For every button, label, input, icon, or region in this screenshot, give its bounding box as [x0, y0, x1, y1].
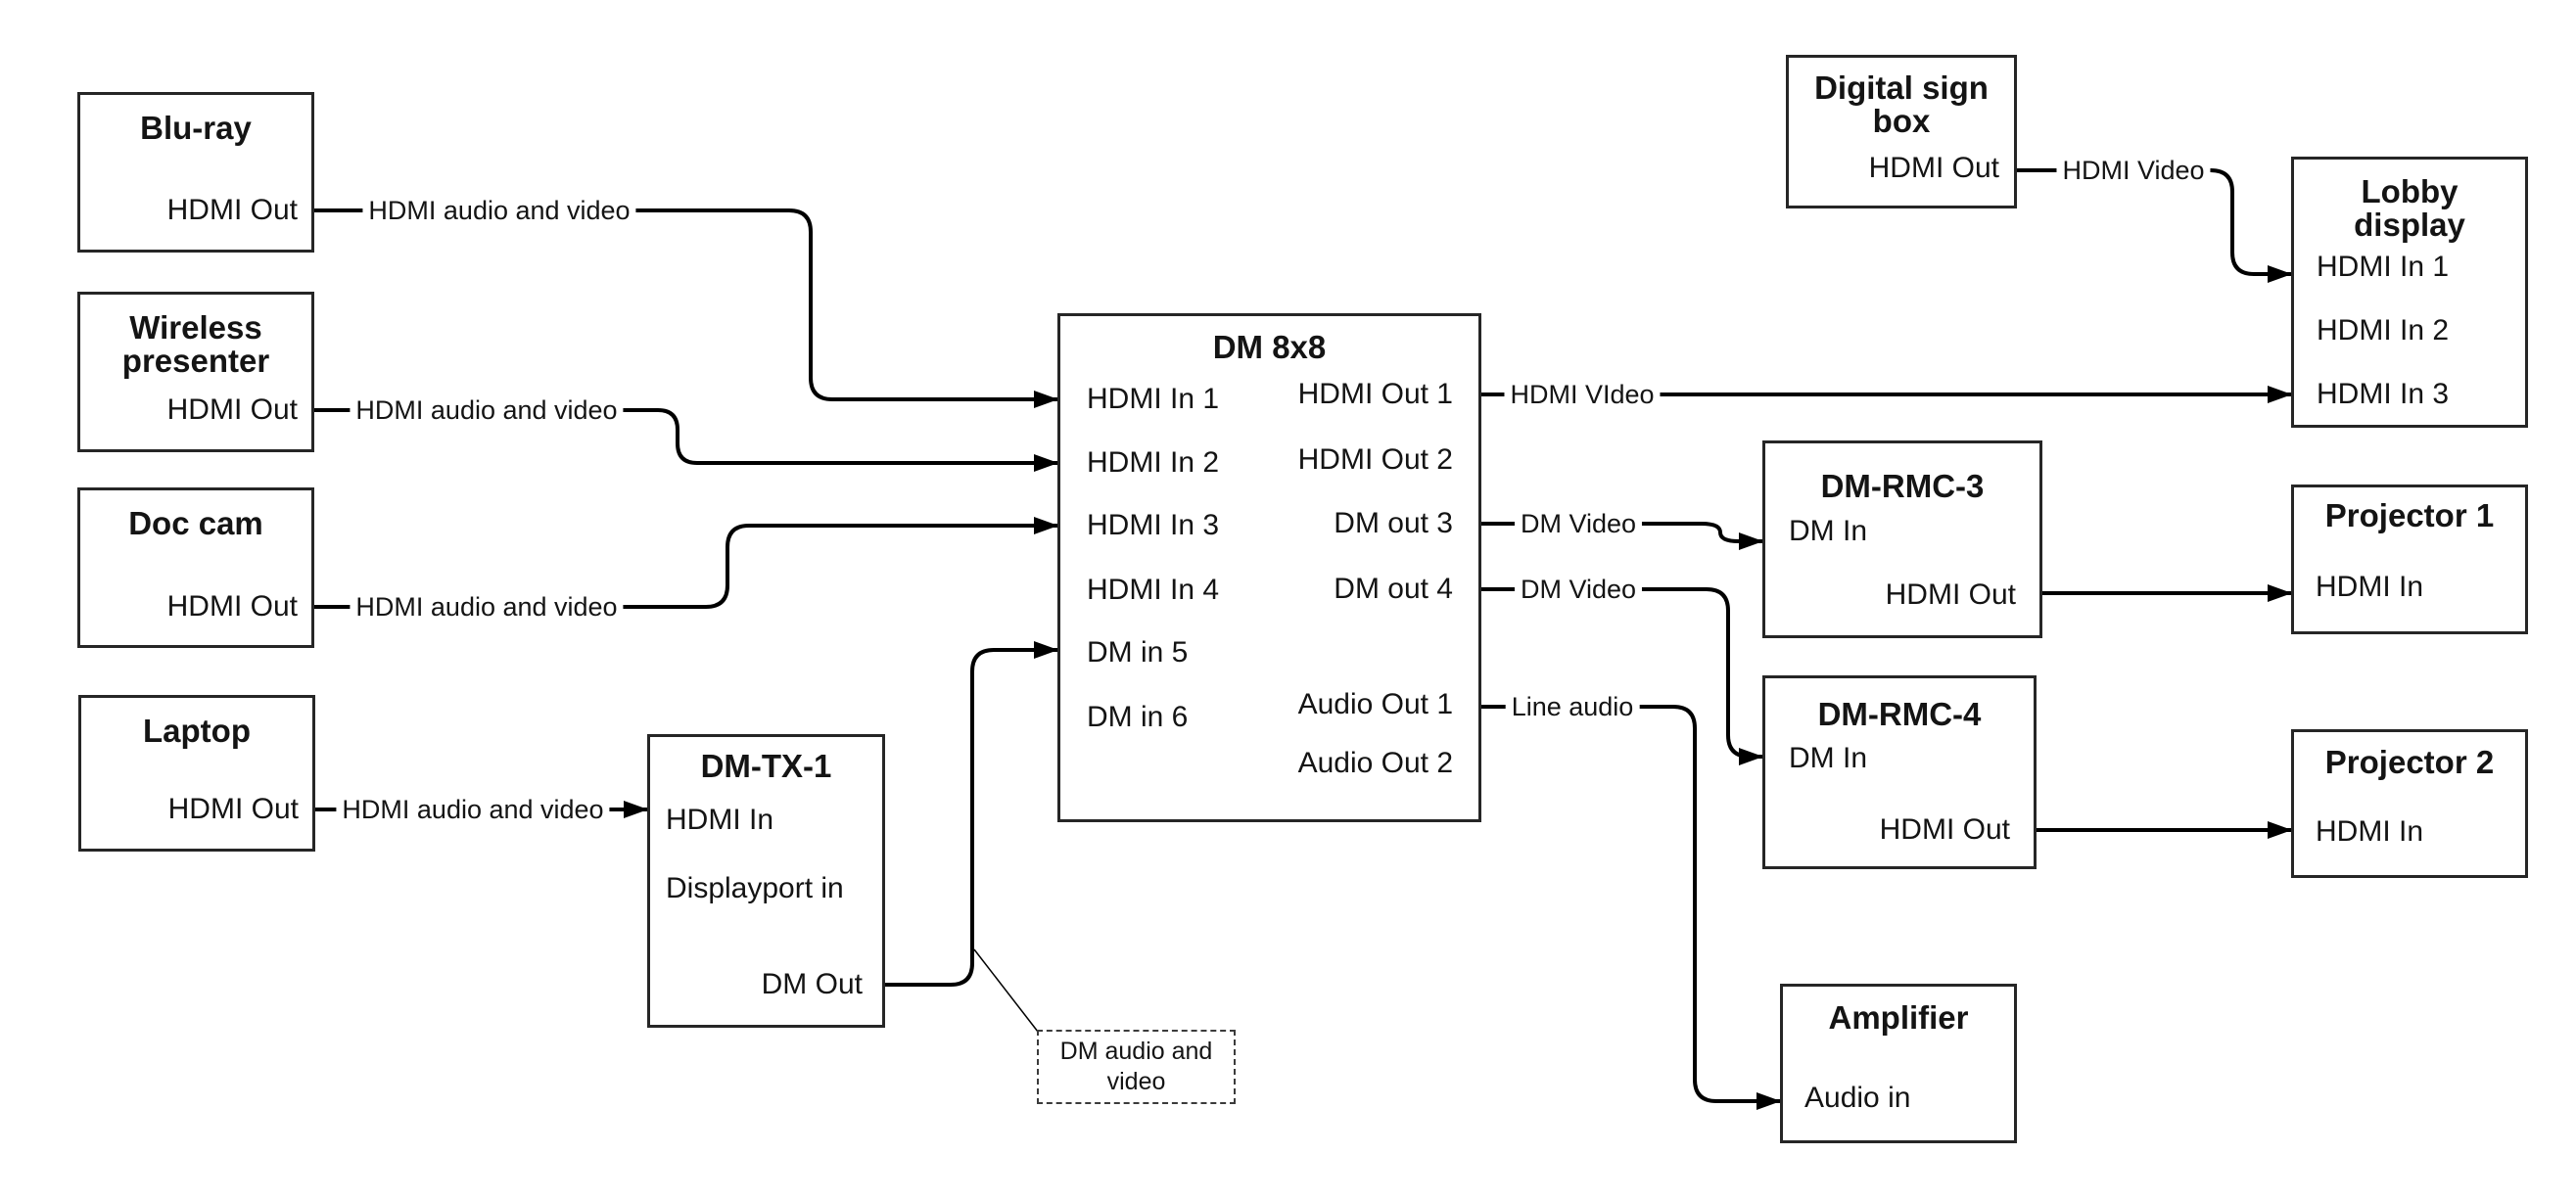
port-hdmi-out: HDMI Out [166, 393, 298, 426]
node-wireless-presenter[interactable]: Wireless presenter HDMI Out [77, 292, 314, 452]
edge-wireless-to-dm8x8-in2[interactable] [314, 408, 1058, 472]
port-hdmi-out-1: HDMI Out 1 [1297, 378, 1453, 410]
edge-label-dm-video-out3[interactable]: DM Video [1514, 510, 1643, 537]
edge-dm8x8-out4-to-dmrmc4[interactable] [1481, 587, 1763, 765]
node-digital-sign-box[interactable]: Digital sign box HDMI Out [1786, 55, 2017, 208]
node-dm-rmc-4[interactable]: DM-RMC-4 DM In HDMI Out [1762, 675, 2037, 869]
port-dm-out-4: DM out 4 [1334, 573, 1453, 605]
port-hdmi-out-2: HDMI Out 2 [1297, 443, 1453, 476]
port-hdmi-in-1: HDMI In 1 [2317, 251, 2450, 283]
edge-digitalsign-to-lobby-in1[interactable] [2017, 168, 2292, 283]
port-hdmi-out: HDMI Out [1868, 152, 1999, 184]
node-title: DM-RMC-4 [1817, 696, 1982, 732]
node-title: Lobby display [2354, 173, 2465, 243]
port-displayport-in: Displayport in [666, 872, 844, 904]
port-hdmi-out: HDMI Out [167, 793, 299, 825]
port-dm-in: DM In [1789, 742, 1868, 774]
port-hdmi-in: HDMI In [2316, 815, 2424, 848]
port-audio-in: Audio in [1804, 1082, 1911, 1114]
node-title: Digital sign box [1814, 69, 1989, 139]
node-title: Laptop [143, 713, 251, 749]
port-hdmi-in-3: HDMI In 3 [2317, 378, 2450, 410]
node-title: Amplifier [1828, 999, 1969, 1036]
edge-dm8x8-aout1-to-amplifier[interactable] [1481, 705, 1781, 1110]
node-dm-8x8[interactable]: DM 8x8 HDMI In 1 HDMI In 2 HDMI In 3 HDM… [1057, 313, 1481, 822]
node-title: Projector 2 [2324, 744, 2495, 780]
node-dm-tx-1[interactable]: DM-TX-1 HDMI In Displayport in DM Out [647, 734, 885, 1028]
port-dm-in-6: DM in 6 [1087, 701, 1189, 733]
edge-dmtx1-to-dm8x8-in5[interactable] [885, 641, 1058, 987]
node-dm-rmc-3[interactable]: DM-RMC-3 DM In HDMI Out [1762, 440, 2042, 638]
edge-label-hdmi-av-wireless[interactable]: HDMI audio and video [350, 396, 624, 424]
node-amplifier[interactable]: Amplifier Audio in [1780, 984, 2017, 1143]
port-hdmi-in-3: HDMI In 3 [1087, 509, 1220, 541]
node-title: Wireless presenter [121, 309, 270, 379]
node-title: DM-TX-1 [700, 748, 832, 784]
edge-label-line-audio[interactable]: Line audio [1505, 693, 1640, 720]
node-title: DM-RMC-3 [1820, 468, 1985, 504]
edge-doccam-to-dm8x8-in3[interactable] [314, 517, 1058, 609]
port-hdmi-in: HDMI In [2316, 571, 2424, 603]
port-audio-out-2: Audio Out 2 [1297, 747, 1453, 779]
node-bluray[interactable]: Blu-ray HDMI Out [77, 92, 314, 253]
edge-label-hdmi-video-sign[interactable]: HDMI Video [2056, 157, 2211, 184]
port-hdmi-in-2: HDMI In 2 [2317, 314, 2450, 346]
port-dm-out-3: DM out 3 [1334, 507, 1453, 539]
node-projector-1[interactable]: Projector 1 HDMI In [2291, 485, 2528, 634]
edge-label-dm-video-out4[interactable]: DM Video [1514, 576, 1643, 603]
port-hdmi-in-2: HDMI In 2 [1087, 446, 1220, 479]
port-hdmi-out: HDMI Out [1885, 578, 2016, 611]
note-callout-line [973, 948, 1039, 1033]
edge-dm8x8-out3-to-dmrmc3[interactable] [1481, 522, 1763, 550]
node-title: Blu-ray [140, 110, 252, 146]
port-hdmi-in: HDMI In [666, 804, 774, 836]
edge-bluray-to-dm8x8-in1[interactable] [314, 208, 1058, 408]
port-dm-in-5: DM in 5 [1087, 636, 1189, 669]
node-title: Projector 1 [2324, 497, 2495, 533]
edge-label-hdmi-av-bluray[interactable]: HDMI audio and video [362, 197, 636, 224]
node-title: DM 8x8 [1212, 329, 1327, 365]
port-hdmi-in-1: HDMI In 1 [1087, 383, 1220, 415]
port-hdmi-out: HDMI Out [1879, 813, 2010, 846]
edge-label-hdmi-av-laptop[interactable]: HDMI audio and video [336, 796, 610, 823]
port-audio-out-1: Audio Out 1 [1297, 688, 1453, 720]
port-dm-out: DM Out [761, 968, 863, 1000]
node-title: Doc cam [128, 505, 263, 541]
node-doc-cam[interactable]: Doc cam HDMI Out [77, 487, 314, 648]
port-hdmi-in-4: HDMI In 4 [1087, 574, 1220, 606]
port-hdmi-out: HDMI Out [166, 590, 298, 623]
node-projector-2[interactable]: Projector 2 HDMI In [2291, 729, 2528, 878]
port-dm-in: DM In [1789, 515, 1868, 547]
edge-label-hdmi-av-doccam[interactable]: HDMI audio and video [350, 593, 624, 621]
edge-label-hdmi-video-out1[interactable]: HDMI VIdeo [1504, 381, 1661, 408]
port-hdmi-out: HDMI Out [166, 194, 298, 226]
node-laptop[interactable]: Laptop HDMI Out [78, 695, 315, 852]
node-lobby-display[interactable]: Lobby display HDMI In 1 HDMI In 2 HDMI I… [2291, 157, 2528, 428]
note-dm-audio-video[interactable]: DM audio and video [1037, 1030, 1236, 1104]
